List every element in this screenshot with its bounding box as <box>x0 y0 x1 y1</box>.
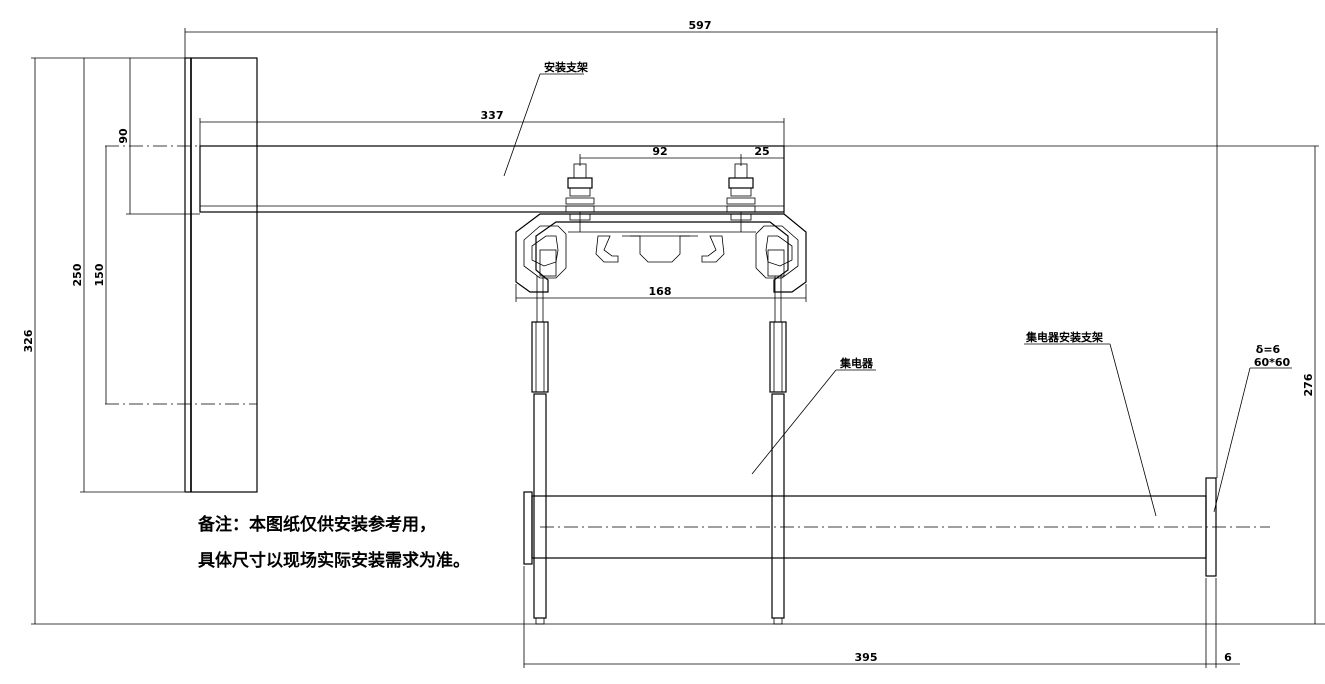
wall-plate <box>105 57 258 493</box>
note-line-1: 备注：本图纸仅供安装参考用， <box>197 514 436 535</box>
dim-collector-arm-length: 395 <box>855 651 878 664</box>
bolt-right <box>726 163 756 232</box>
mounting-arm <box>199 145 785 213</box>
dim-plate-height: 250 <box>71 263 84 286</box>
label-collector-bracket: 集电器安装支架 <box>1025 330 1103 344</box>
dim-plate-thickness: 6 <box>1224 651 1232 664</box>
dim-arm-height: 90 <box>117 128 130 144</box>
label-collector: 集电器 <box>839 356 874 370</box>
dim-total-height: 326 <box>22 329 35 352</box>
dim-bolt-edge: 25 <box>754 145 769 158</box>
note-line-2: 具体尺寸以现场实际安装需求为准。 <box>197 550 470 571</box>
label-plate-thickness: δ=6 <box>1256 343 1281 356</box>
dim-bolt-spacing: 92 <box>652 145 667 158</box>
dim-arm-length: 337 <box>481 109 504 122</box>
dim-inner-height: 150 <box>93 263 106 286</box>
dim-rail-width: 168 <box>649 285 672 298</box>
collector-arm <box>523 477 1270 577</box>
dimension-lines <box>31 28 1325 668</box>
conductor-rail <box>515 213 807 293</box>
label-bracket: 安装支架 <box>544 60 588 74</box>
leader-lines <box>503 73 1292 517</box>
dim-overall-width: 597 <box>689 19 712 32</box>
collector-left <box>531 276 549 625</box>
label-plate-size: 60*60 <box>1254 356 1291 369</box>
collector-right <box>769 276 787 625</box>
dim-right-height: 276 <box>1302 373 1315 396</box>
